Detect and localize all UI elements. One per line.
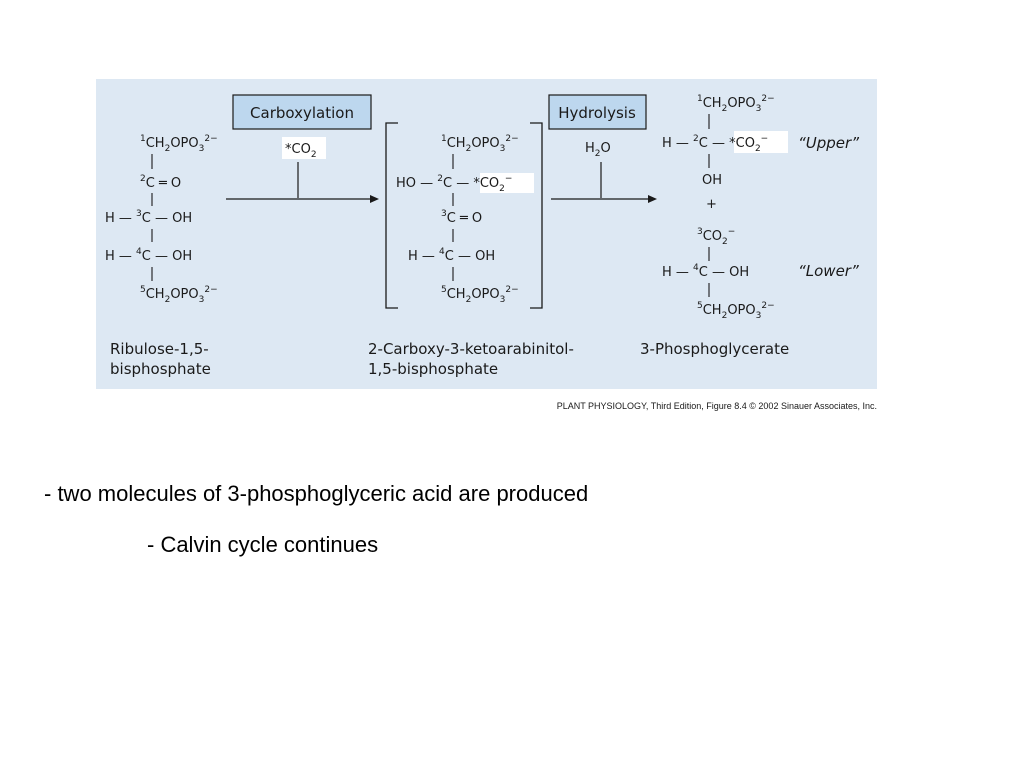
rubp-c2: 2C ═ O [140, 174, 181, 191]
product-upper: 1CH2OPO32− H — 2C — *CO2− “Upper” OH [662, 94, 859, 188]
upper-label: “Upper” [798, 134, 859, 152]
rubp-structure: 1CH2OPO32− 2C ═ O H — 3C — OH H — 4C — O… [105, 134, 218, 378]
reaction-figure: Carboxylation *CO2 Hydrolysis H2O 1CH2OP… [96, 79, 877, 389]
product-lower: 3CO2− H — 4C — OH “Lower” 5CH2OPO32− [662, 227, 859, 321]
intermediate-brackets [385, 122, 543, 309]
product-name: 3-Phosphoglycerate [640, 340, 789, 358]
plus-sign: + [706, 197, 717, 212]
hydrolysis-label: Hydrolysis [558, 104, 636, 122]
svg-text:H — 4C — OH: H — 4C — OH [662, 263, 749, 280]
rubp-c3: H — 3C — OH [105, 209, 192, 226]
carboxylation-arrow [226, 195, 379, 203]
carboxylation-box [232, 94, 372, 130]
carboxylation-label: Carboxylation [250, 104, 354, 122]
svg-text:OH: OH [702, 173, 722, 188]
product-carboxyl-highlight [734, 131, 788, 153]
intermediate-name-line1: 2-Carboxy-3-ketoarabinitol- [368, 340, 574, 358]
credit-book-title: PLANT PHYSIOLOGY [556, 401, 646, 411]
svg-text:5CH2OPO32−: 5CH2OPO32− [697, 301, 775, 321]
carboxyl-highlight [480, 173, 534, 193]
figure-credit: PLANT PHYSIOLOGY, Third Edition, Figure … [557, 401, 877, 411]
intermediate-name-line2: 1,5-bisphosphate [368, 360, 498, 378]
figure-background [96, 79, 877, 389]
svg-text:3CO2−: 3CO2− [697, 227, 735, 247]
intermediate-c1: 1CH2OPO32− [441, 134, 519, 154]
intermediate-structure: 1CH2OPO32− HO — 2C — *CO2− 3C ═ O H — 4C… [368, 134, 574, 378]
carboxylation-step: Carboxylation *CO2 [232, 94, 372, 198]
bullet-point: - Calvin cycle continues [147, 532, 379, 557]
rubp-name-line2: bisphosphate [110, 360, 211, 378]
h2o-reagent: H2O [585, 141, 611, 159]
co2-reagent: *CO2 [285, 142, 317, 160]
co2-reagent-box [282, 137, 326, 159]
hydrolysis-box [548, 94, 647, 130]
svg-text:1CH2OPO32−: 1CH2OPO32− [697, 94, 775, 114]
bullet-point: - two molecules of 3-phosphoglyceric aci… [44, 481, 589, 506]
rubp-c1: 1CH2OPO32− [140, 134, 218, 154]
rubp-name-line1: Ribulose-1,5- [110, 340, 209, 358]
credit-rest: , Third Edition, Figure 8.4 © 2002 Sinau… [645, 401, 877, 411]
hydrolysis-arrow [551, 195, 657, 203]
intermediate-c3: 3C ═ O [441, 209, 482, 226]
rubp-c5: 5CH2OPO32− [140, 285, 218, 305]
intermediate-c4: H — 4C — OH [408, 247, 495, 264]
lower-label: “Lower” [798, 262, 859, 280]
intermediate-c5: 5CH2OPO32− [441, 285, 519, 305]
hydrolysis-step: Hydrolysis H2O [548, 94, 647, 198]
intermediate-c2: HO — 2C — *CO2− [396, 174, 512, 194]
svg-text:H — 2C — *CO2−: H — 2C — *CO2− [662, 134, 768, 154]
rubp-c4: H — 4C — OH [105, 247, 192, 264]
